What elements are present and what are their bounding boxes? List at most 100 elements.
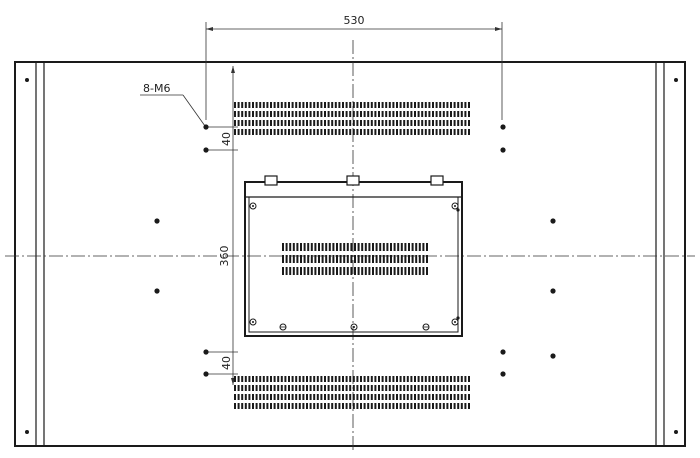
vent-slot: [327, 111, 330, 117]
mount-hole: [500, 124, 506, 130]
housing-tab-right: [430, 175, 444, 186]
vent-slot: [424, 102, 427, 108]
vent-slot: [349, 111, 352, 117]
vent-slot: [346, 243, 349, 251]
vent-slot: [403, 385, 406, 391]
vent-slot: [346, 255, 349, 263]
vent-slot: [404, 267, 407, 275]
vent-slot: [415, 267, 418, 275]
vent-slot: [464, 111, 467, 117]
vent-slot: [259, 376, 262, 382]
vent-slot: [435, 111, 438, 117]
vent-slot: [295, 120, 298, 126]
vent-slot: [428, 120, 431, 126]
vent-slot: [277, 102, 280, 108]
vent-slot: [241, 102, 244, 108]
vent-slot: [331, 403, 334, 409]
vent-slot: [370, 129, 373, 135]
vent-slot: [285, 255, 288, 263]
vent-slot: [442, 120, 445, 126]
vent-slot: [410, 385, 413, 391]
vent-slot: [392, 385, 395, 391]
vent-slot: [288, 394, 290, 400]
vent-slot: [262, 111, 265, 117]
vent-slot: [266, 394, 269, 400]
vent-slot: [403, 394, 406, 400]
vent-slot: [363, 102, 366, 108]
vent-slot: [442, 102, 445, 108]
vent-slot: [244, 394, 247, 400]
vent-slot: [360, 376, 362, 382]
vent-slot: [284, 394, 287, 400]
vent-slot: [313, 120, 316, 126]
vent-slot: [392, 111, 395, 117]
vent-slot: [400, 255, 403, 263]
vent-slot: [241, 111, 244, 117]
vent-slot: [309, 376, 312, 382]
vent-slot: [270, 385, 272, 391]
vent-slot: [421, 394, 424, 400]
top-spacing-label: 40: [220, 132, 233, 146]
vent-slot: [352, 120, 355, 126]
vent-slot: [464, 120, 467, 126]
vent-slot: [332, 255, 335, 263]
vent-slot: [396, 403, 398, 409]
vent-slot: [460, 394, 463, 400]
vent-slot: [356, 376, 359, 382]
vent-slot: [464, 403, 467, 409]
vent-slot: [375, 255, 378, 263]
vent-slot: [446, 120, 449, 126]
vent-slot: [342, 111, 344, 117]
vent-slot: [354, 243, 356, 251]
vent-slot: [424, 394, 427, 400]
callout-leader: [182, 94, 206, 127]
vent-slot: [331, 394, 334, 400]
vent-slot: [361, 255, 364, 263]
vent-slot: [406, 376, 409, 382]
vent-slot: [321, 243, 324, 251]
vent-slot: [417, 394, 420, 400]
vent-slot: [368, 243, 371, 251]
vent-slot: [295, 376, 298, 382]
vent-slot: [435, 394, 438, 400]
vent-slot: [442, 129, 445, 135]
vent-slot: [241, 394, 244, 400]
vent-slot: [424, 376, 427, 382]
vent-slot: [252, 394, 254, 400]
vent-slot: [360, 111, 362, 117]
vent-slot: [368, 255, 371, 263]
vent-slot: [435, 129, 438, 135]
vent-slot: [464, 102, 467, 108]
vent-slot: [410, 111, 413, 117]
corner-screw-top-left: [25, 78, 29, 82]
vent-slot: [248, 403, 251, 409]
vent-slot: [313, 394, 316, 400]
vent-slot: [309, 129, 312, 135]
vent-slot: [442, 403, 445, 409]
vent-slot: [284, 403, 287, 409]
vent-slot: [234, 385, 236, 391]
vent-slot: [382, 243, 385, 251]
vent-slot: [468, 403, 470, 409]
vent-slot: [327, 120, 330, 126]
vent-slot: [468, 385, 470, 391]
corner-screw-top-right: [674, 78, 678, 82]
housing-tab-left: [264, 175, 278, 186]
vent-slot: [460, 102, 463, 108]
vent-slot: [262, 403, 265, 409]
vent-slot: [277, 120, 280, 126]
vent-slot: [396, 129, 398, 135]
vent-slot: [468, 376, 470, 382]
vent-slot: [252, 102, 254, 108]
vent-slot: [307, 267, 310, 275]
vent-slot: [316, 385, 319, 391]
vent-slot: [313, 376, 316, 382]
vent-slot: [277, 111, 280, 117]
vent-slot: [388, 120, 391, 126]
vent-slot: [334, 394, 337, 400]
vent-slot: [374, 120, 377, 126]
vent-slot: [385, 102, 388, 108]
vent-slot: [316, 394, 319, 400]
vent-slot: [453, 120, 456, 126]
vent-slot: [421, 385, 424, 391]
